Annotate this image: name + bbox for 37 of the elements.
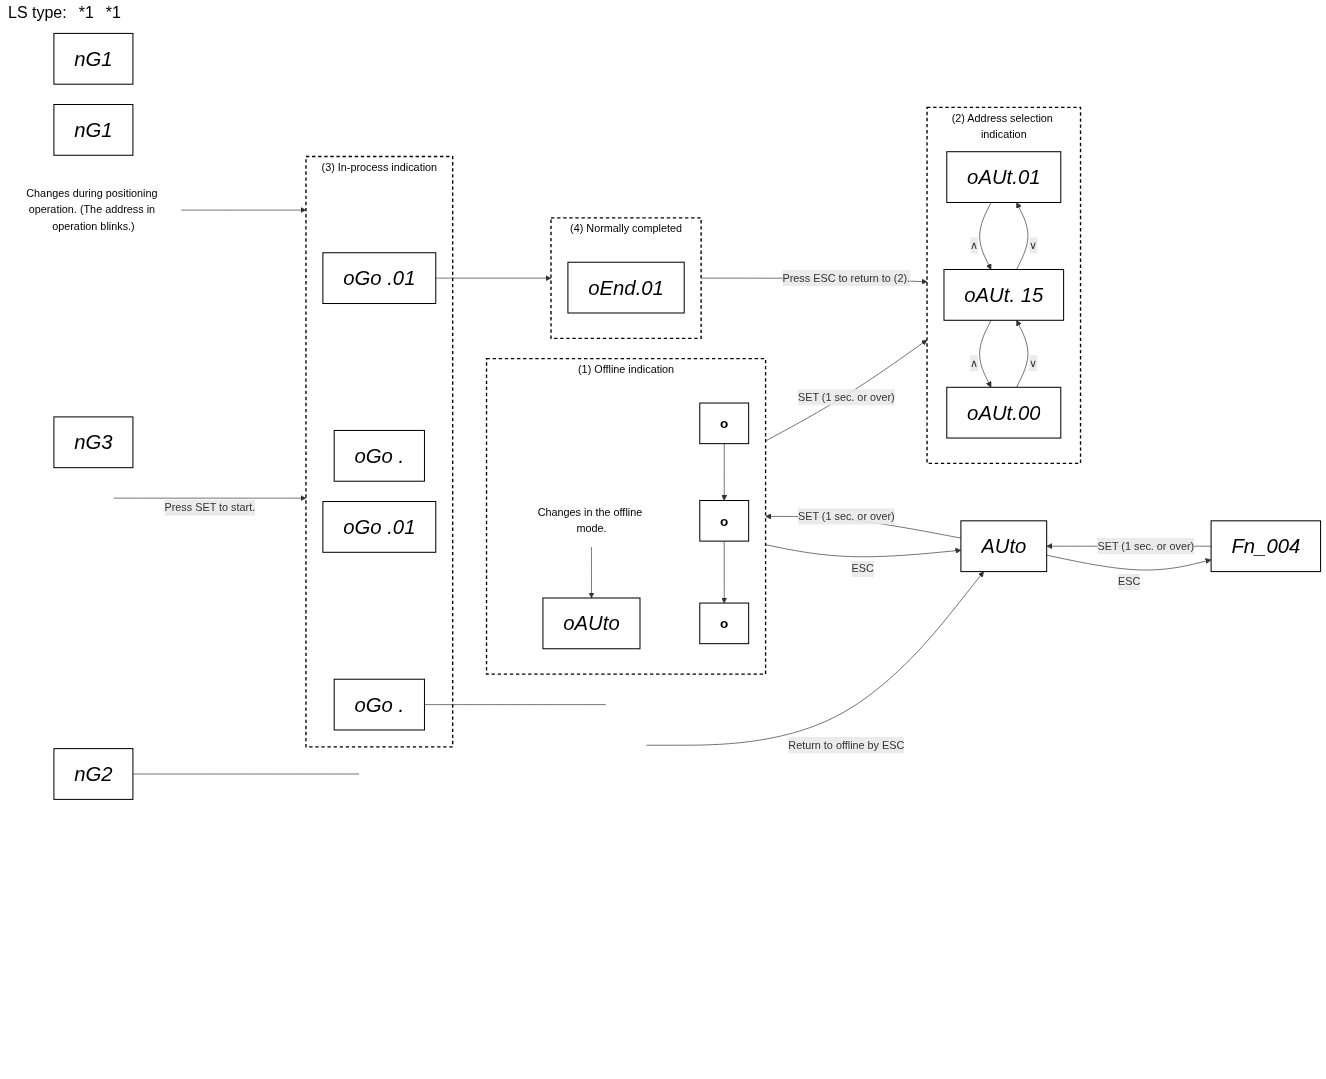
node-box: nG1: [53, 103, 134, 156]
node-text: Changes during positioning operation. (The address in operation blinks.): [26, 187, 158, 232]
node-text: Changes in the offline mode.: [537, 506, 643, 535]
node-box: nG2: [53, 748, 134, 800]
edge-label: ESC: [1118, 575, 1141, 588]
edge-label: Press ESC to return to (2).: [782, 272, 911, 284]
connector: [132, 773, 360, 775]
node-box: o: [699, 402, 750, 445]
note-text: LS type:: [8, 4, 67, 21]
note-text: *1: [105, 4, 121, 21]
edge-label: ∧: [970, 357, 979, 369]
edge-label: SET (1 sec. or over): [797, 510, 895, 522]
edge-label: SET (1 sec. or over): [797, 391, 895, 403]
node-box: oGo .01: [322, 252, 437, 305]
edge-label: SET (1 sec. or over): [1097, 540, 1195, 552]
node-box: nG3: [53, 416, 134, 469]
node-box: oAUt.00: [946, 386, 1062, 439]
node-box: oGo .: [333, 678, 425, 731]
edge-label: Return to offline by ESC: [788, 739, 905, 751]
edge-label: ∨: [1029, 239, 1038, 251]
note-text: *1: [78, 4, 94, 21]
node-box: oAUt.01: [946, 151, 1062, 203]
node-box: o: [699, 602, 750, 645]
edge-label: ESC: [851, 562, 874, 575]
node-box: oAUt. 15: [943, 269, 1065, 321]
edge-label: Press SET to start.: [164, 501, 256, 514]
connector: [424, 704, 607, 705]
node-box: oEnd.01: [567, 261, 685, 314]
node-box: oAUto: [542, 597, 641, 650]
node-box: oGo .: [333, 429, 425, 482]
node-box: nG1: [53, 32, 134, 85]
edge-label: ∨: [1029, 357, 1038, 369]
edge-label: ∧: [970, 239, 979, 251]
node-box: oGo .01: [322, 501, 437, 553]
node-box: AUto: [960, 520, 1048, 573]
node-box: Fn_004: [1210, 520, 1322, 573]
node-box: o: [699, 500, 750, 542]
